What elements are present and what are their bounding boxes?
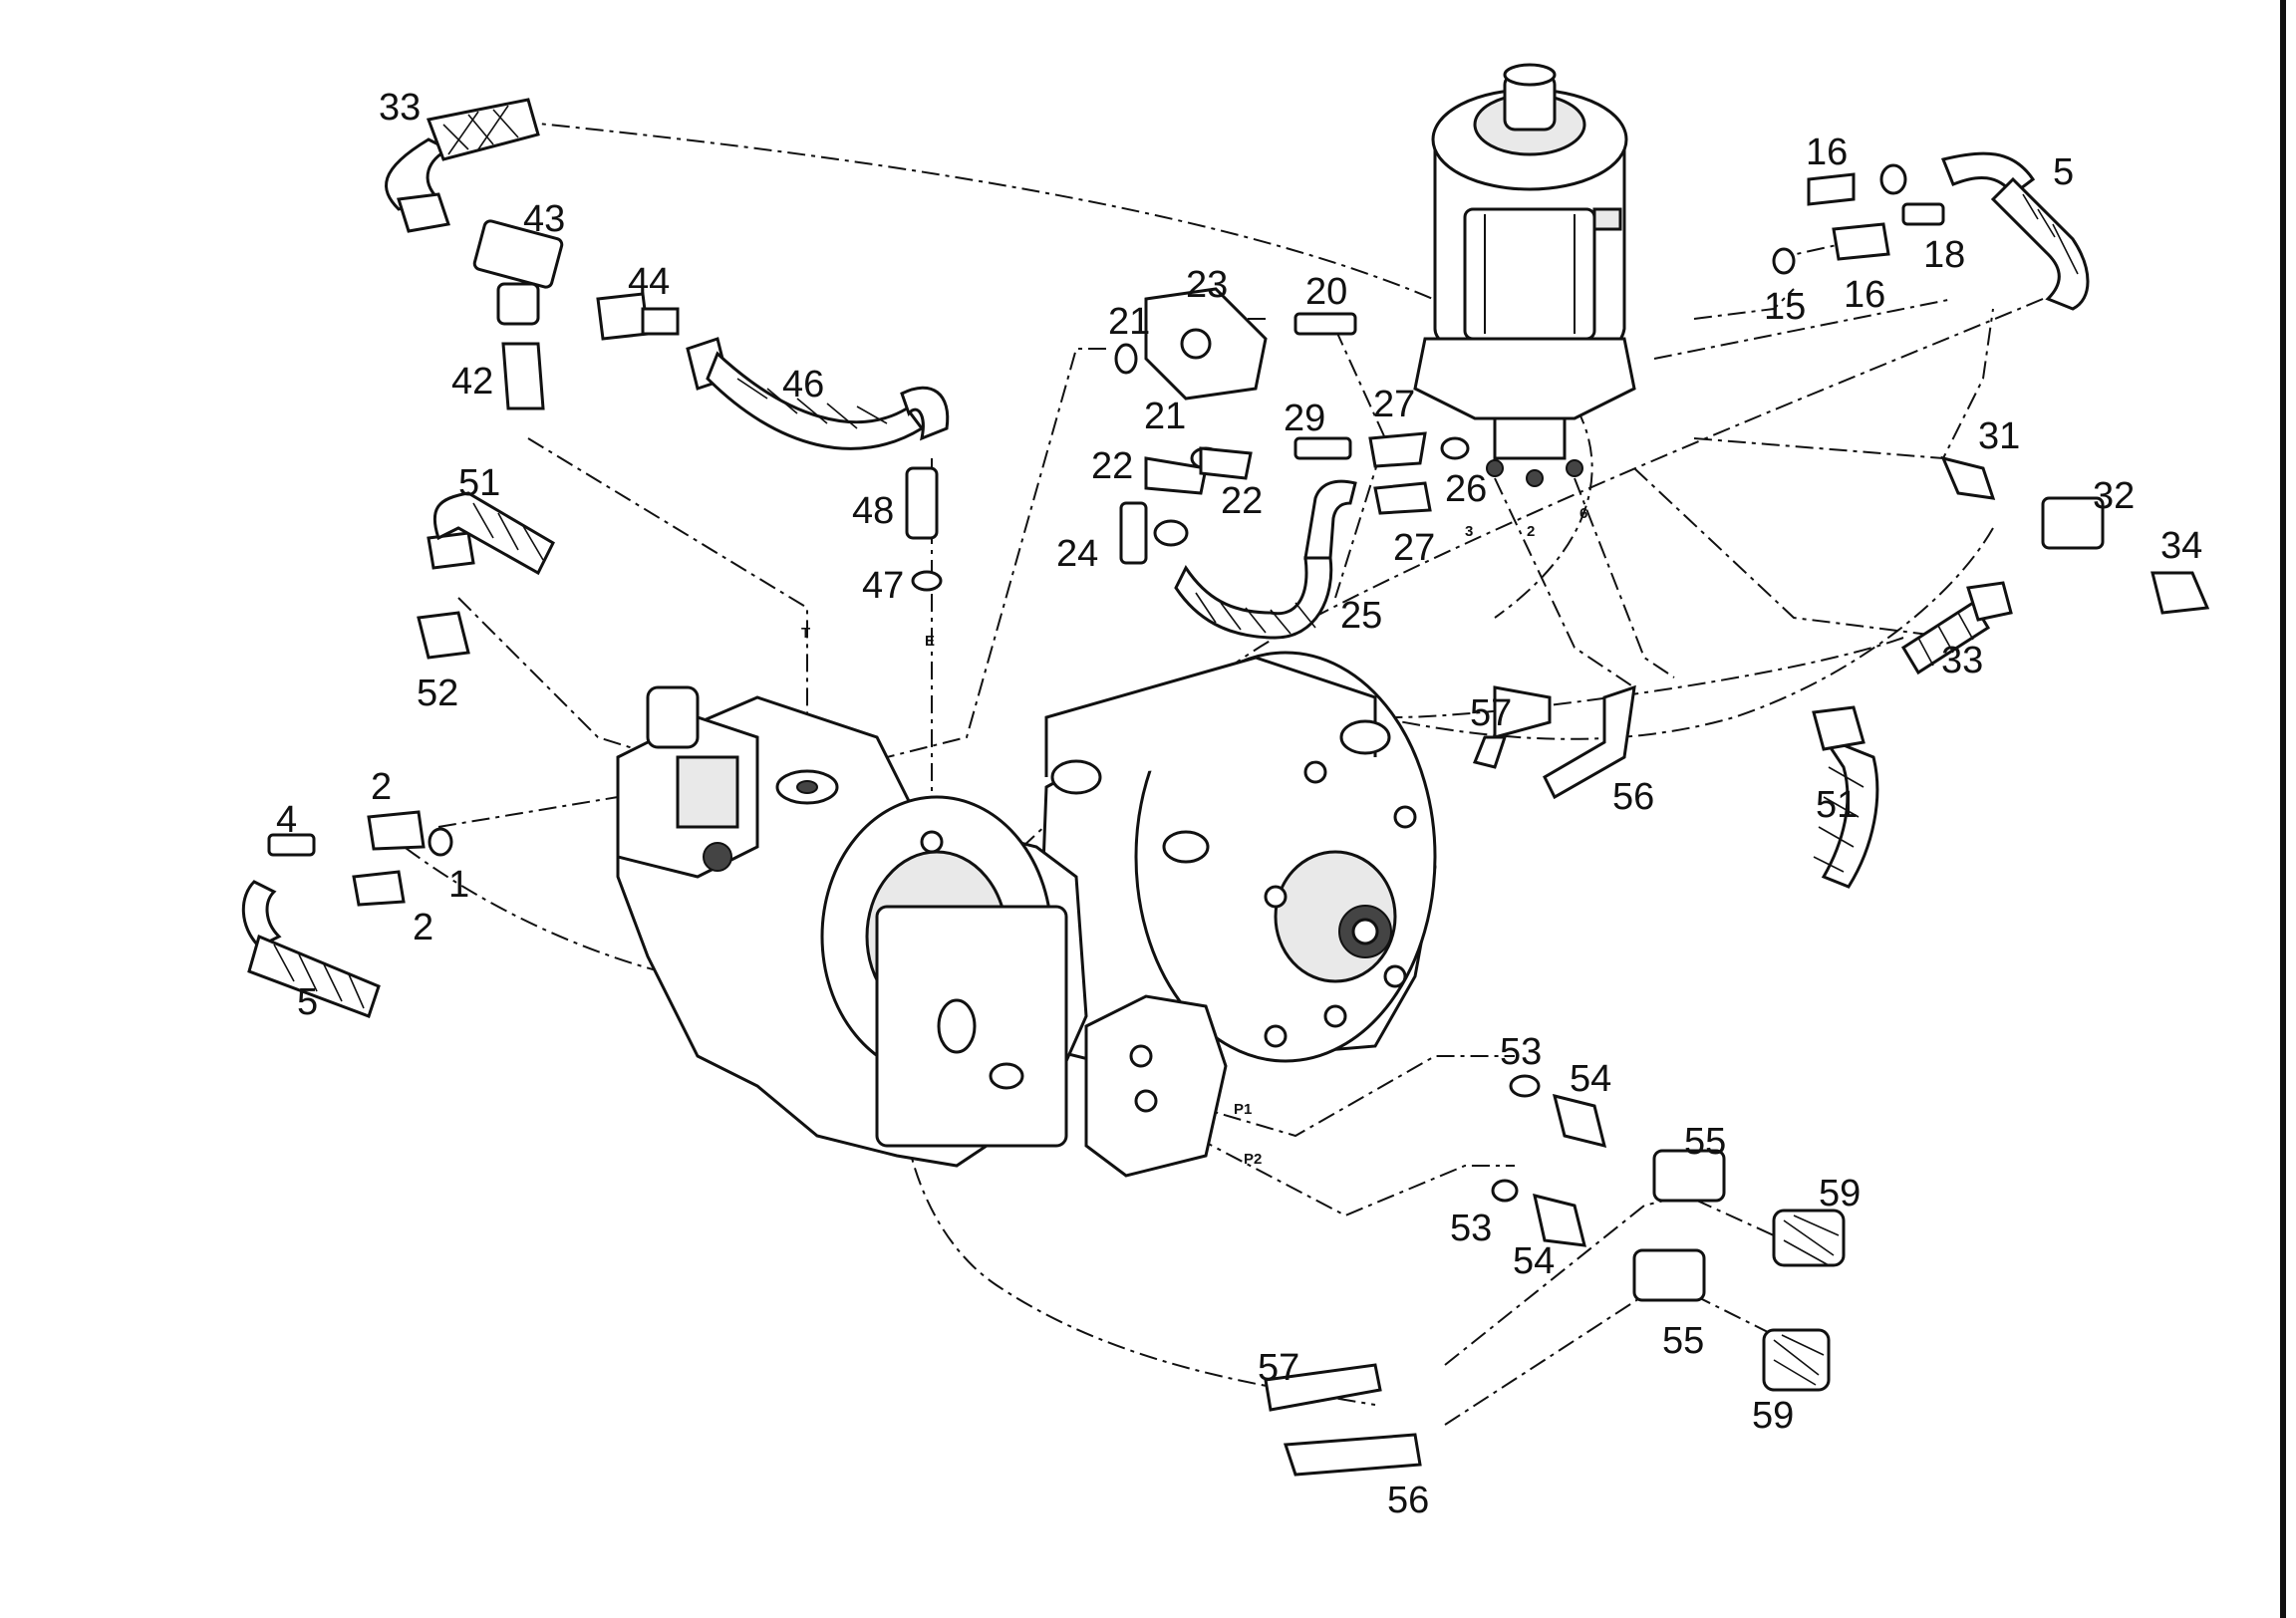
callout-59: 59 — [1819, 1173, 1861, 1214]
port-label-t: T — [801, 625, 810, 642]
callout-57: 57 — [1258, 1347, 1299, 1389]
callout-21: 21 — [1108, 301, 1150, 343]
hose-33-right — [1900, 581, 2013, 675]
callout-15: 15 — [1764, 286, 1806, 328]
pipe-57-56 — [1264, 684, 1636, 1477]
page-edge-bar — [2280, 0, 2286, 1618]
callout-31: 31 — [1978, 415, 2020, 457]
callout-16: 16 — [1844, 274, 1885, 316]
callout-44: 44 — [628, 261, 670, 303]
callout-22: 22 — [1091, 445, 1133, 487]
callout-47: 47 — [862, 565, 904, 607]
callout-33: 33 — [1941, 640, 1983, 681]
callout-43: 43 — [523, 198, 565, 240]
callout-48: 48 — [852, 490, 894, 532]
pump-gearbox-assembly — [616, 651, 1437, 1178]
callout-54: 54 — [1513, 1240, 1555, 1282]
part-callouts: 33 43 44 42 46 23 20 21 21 22 22 24 29 2… — [276, 87, 2202, 1521]
port-label-2: 2 — [1527, 523, 1535, 540]
callout-16: 16 — [1806, 132, 1848, 173]
callout-21: 21 — [1144, 396, 1186, 437]
callout-34: 34 — [2160, 525, 2202, 567]
callout-32: 32 — [2093, 475, 2135, 517]
callout-22: 22 — [1221, 480, 1263, 522]
hose-5-left — [241, 880, 381, 1018]
callout-2: 2 — [413, 907, 433, 948]
callout-5: 5 — [297, 981, 318, 1023]
callout-33: 33 — [379, 87, 421, 129]
port-label-e: E — [925, 633, 935, 650]
callout-2: 2 — [371, 766, 392, 808]
callout-26: 26 — [1445, 468, 1487, 510]
callout-27: 27 — [1393, 527, 1435, 569]
callout-52: 52 — [417, 673, 458, 714]
hose-46 — [686, 337, 950, 450]
callout-18: 18 — [1923, 234, 1965, 276]
callout-51: 51 — [458, 462, 500, 504]
callout-23: 23 — [1186, 264, 1228, 306]
callout-56: 56 — [1612, 776, 1654, 818]
callout-59: 59 — [1752, 1395, 1794, 1437]
callout-56: 56 — [1387, 1480, 1429, 1521]
hose-25 — [1174, 479, 1357, 640]
fittings — [267, 163, 2210, 1392]
callout-53: 53 — [1500, 1031, 1542, 1073]
hose-5-right — [1940, 151, 2090, 311]
swing-motor — [1413, 63, 1636, 487]
port-label-3: 3 — [1465, 523, 1473, 540]
callout-24: 24 — [1056, 533, 1098, 575]
port-label-p2: P2 — [1244, 1151, 1262, 1168]
callout-46: 46 — [782, 364, 824, 405]
hose-51-right — [1812, 705, 1879, 889]
hose-33-top — [385, 98, 540, 233]
callout-27: 27 — [1373, 384, 1415, 425]
callout-53: 53 — [1450, 1208, 1492, 1249]
callout-25: 25 — [1340, 595, 1382, 637]
callout-4: 4 — [276, 799, 297, 841]
callout-20: 20 — [1305, 271, 1347, 313]
port-label-6: 6 — [1579, 505, 1587, 522]
callout-54: 54 — [1570, 1058, 1611, 1100]
port-labels: T E 3 2 6 P1 P2 — [801, 505, 1587, 1168]
callout-42: 42 — [451, 361, 493, 403]
callout-51: 51 — [1816, 784, 1858, 826]
callout-55: 55 — [1662, 1320, 1704, 1362]
callout-1: 1 — [448, 864, 469, 906]
callout-55: 55 — [1684, 1121, 1726, 1163]
port-label-p1: P1 — [1234, 1101, 1252, 1118]
callout-5: 5 — [2053, 151, 2074, 193]
callout-29: 29 — [1284, 398, 1325, 439]
callout-57: 57 — [1470, 692, 1512, 734]
hose-51-top — [427, 491, 555, 576]
